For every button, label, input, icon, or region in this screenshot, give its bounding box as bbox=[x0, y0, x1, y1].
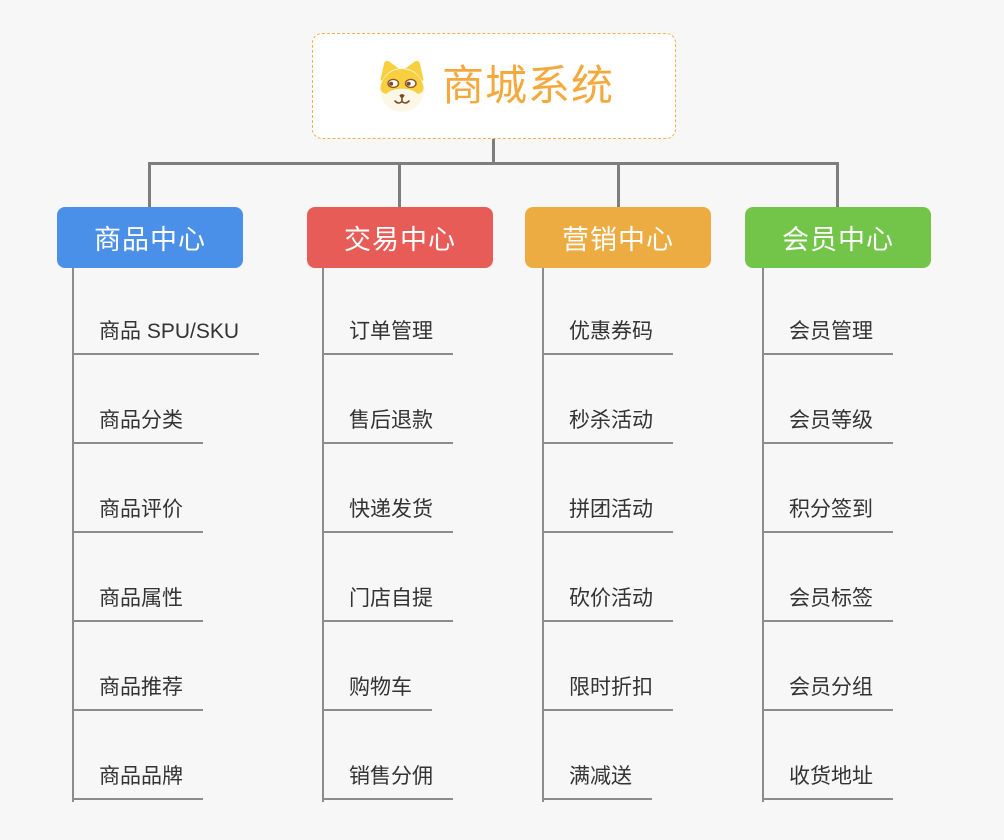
leaf-node[interactable]: 商品品牌 bbox=[72, 762, 203, 800]
branch-node-member-center[interactable]: 会员中心 bbox=[745, 207, 931, 268]
branch-node-product-center[interactable]: 商品中心 bbox=[57, 207, 243, 268]
leaf-node[interactable]: 积分签到 bbox=[762, 495, 893, 533]
connector-horizontal-line bbox=[148, 162, 839, 165]
leaf-node[interactable]: 订单管理 bbox=[322, 317, 453, 355]
leaf-node[interactable]: 快递发货 bbox=[322, 495, 453, 533]
branch-node-trade-center[interactable]: 交易中心 bbox=[307, 207, 493, 268]
leaf-node[interactable]: 销售分佣 bbox=[322, 762, 453, 800]
leaf-node[interactable]: 商品评价 bbox=[72, 495, 203, 533]
leaf-node[interactable]: 收货地址 bbox=[762, 762, 893, 800]
leaf-node[interactable]: 商品分类 bbox=[72, 406, 203, 444]
leaf-node[interactable]: 拼团活动 bbox=[542, 495, 673, 533]
leaf-node[interactable]: 门店自提 bbox=[322, 584, 453, 622]
leaf-node[interactable]: 满减送 bbox=[542, 762, 652, 800]
leaf-node[interactable]: 会员分组 bbox=[762, 673, 893, 711]
leaf-node[interactable]: 优惠券码 bbox=[542, 317, 673, 355]
leaf-node[interactable]: 秒杀活动 bbox=[542, 406, 673, 444]
leaf-node[interactable]: 会员标签 bbox=[762, 584, 893, 622]
leaf-node[interactable]: 会员管理 bbox=[762, 317, 893, 355]
leaf-node[interactable]: 商品属性 bbox=[72, 584, 203, 622]
leaf-node[interactable]: 会员等级 bbox=[762, 406, 893, 444]
connector-drop-line bbox=[836, 162, 839, 208]
leaf-node[interactable]: 限时折扣 bbox=[542, 673, 673, 711]
leaf-node[interactable]: 商品 SPU/SKU bbox=[72, 317, 260, 355]
connector-drop-line bbox=[398, 162, 401, 208]
branch-node-marketing-center[interactable]: 营销中心 bbox=[525, 207, 711, 268]
connector-drop-line bbox=[148, 162, 151, 208]
leaf-node[interactable]: 售后退款 bbox=[322, 406, 453, 444]
dog-face-icon bbox=[380, 60, 424, 112]
connector-root-stem bbox=[492, 139, 495, 164]
connector-drop-line bbox=[617, 162, 620, 208]
root-title: 商城系统 bbox=[441, 62, 614, 109]
leaf-node[interactable]: 砍价活动 bbox=[542, 584, 673, 622]
leaf-node[interactable]: 商品推荐 bbox=[72, 673, 203, 711]
leaf-node[interactable]: 购物车 bbox=[322, 673, 432, 711]
root-node[interactable]: 商城系统 bbox=[312, 33, 676, 139]
